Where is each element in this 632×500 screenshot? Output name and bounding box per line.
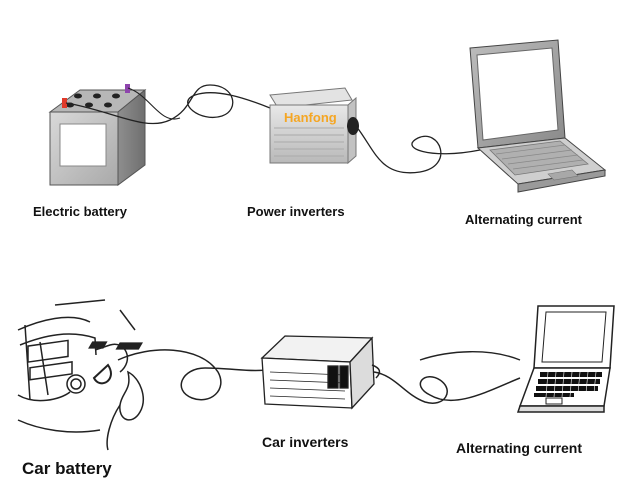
power-inverter-icon: Hanfong (269, 87, 359, 165)
power-inverters-label: Power inverters (247, 204, 345, 219)
electric-battery-label: Electric battery (33, 204, 127, 219)
car-inverter-icon (88, 335, 375, 410)
car-inverters-label: Car inverters (262, 434, 349, 450)
car-to-inverter-cable (117, 349, 266, 401)
inverter-to-car-plug-cable (371, 364, 381, 379)
alternating-current-label-bottom: Alternating current (456, 440, 583, 456)
laptop-bottom-cord (419, 351, 521, 361)
inverter-to-laptop-cable (355, 125, 481, 174)
laptop-icon-bottom (516, 305, 615, 413)
car-battery-label: Car battery (22, 459, 112, 478)
laptop-icon-top (469, 39, 607, 193)
inverter-outlet (347, 117, 359, 135)
alternating-current-label-top: Alternating current (465, 212, 583, 227)
car-dashboard-icon (17, 299, 144, 451)
battery-to-inverter-cable-2 (127, 87, 181, 120)
car-inverter-to-laptop-cable (373, 371, 521, 404)
battery-to-inverter-cable (65, 84, 271, 125)
electric-battery-icon (48, 84, 147, 186)
inverter-brand-text: Hanfong (284, 110, 337, 125)
battery-negative-terminal (125, 84, 130, 93)
battery-positive-terminal (62, 98, 67, 108)
